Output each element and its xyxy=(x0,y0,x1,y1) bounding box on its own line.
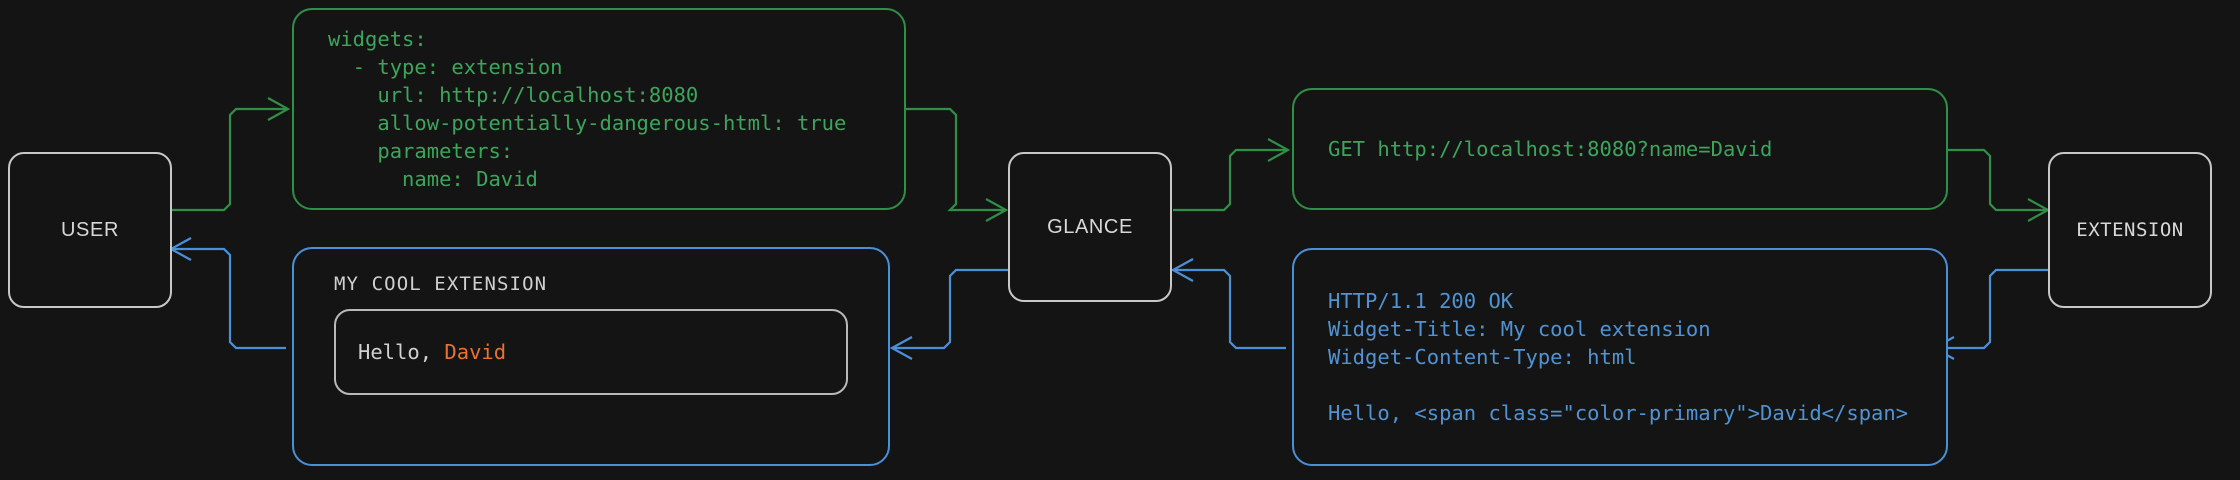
widget-preview-title: MY COOL EXTENSION xyxy=(334,273,548,295)
config-line-5: name: David xyxy=(328,167,538,191)
wire-glance-to-widget xyxy=(894,268,1008,350)
arrowhead-user-to-config xyxy=(267,97,291,121)
response-line-2: Widget-Content-Type: html xyxy=(1328,345,1637,369)
http-response-box: HTTP/1.1 200 OK Widget-Title: My cool ex… xyxy=(1292,248,1948,466)
response-line-0: HTTP/1.1 200 OK xyxy=(1328,289,1514,313)
response-line-4: Hello, <span class="color-primary">David… xyxy=(1328,401,1909,425)
wire-widget-to-user xyxy=(173,247,286,350)
config-line-4: parameters: xyxy=(328,139,514,163)
node-user[interactable]: USER xyxy=(8,152,172,308)
wire-glance-to-request xyxy=(1173,148,1286,212)
arrowhead-config-to-glance xyxy=(985,198,1009,222)
node-glance-label: GLANCE xyxy=(1047,215,1133,238)
arrowhead-glance-to-widget xyxy=(889,336,913,360)
response-line-1: Widget-Title: My cool extension xyxy=(1328,317,1711,341)
widget-preview-box: MY COOL EXTENSION Hello, David xyxy=(292,247,890,466)
arrowhead-widget-to-user xyxy=(168,237,192,261)
arrowhead-glance-to-request xyxy=(1267,138,1291,162)
response-line-3 xyxy=(1328,371,1912,399)
wire-user-to-config xyxy=(171,107,286,212)
widget-greeting-prefix: Hello, xyxy=(358,340,445,364)
widget-greeting-name: David xyxy=(444,340,507,364)
arrowhead-response-to-glance xyxy=(1170,258,1194,282)
config-line-0: widgets: xyxy=(328,27,427,51)
request-line-0: GET http://localhost:8080?name=David xyxy=(1328,137,1773,161)
config-line-2: url: http://localhost:8080 xyxy=(328,83,699,107)
node-user-label: USER xyxy=(61,218,119,241)
node-glance[interactable]: GLANCE xyxy=(1008,152,1172,302)
http-request-box: GET http://localhost:8080?name=David xyxy=(1292,88,1948,210)
config-line-1: - type: extension xyxy=(328,55,563,79)
wire-response-to-glance xyxy=(1175,268,1286,350)
wire-extension-to-response xyxy=(1936,268,2048,350)
arrowhead-request-to-extension xyxy=(2027,198,2051,222)
widget-preview-card: Hello, David xyxy=(334,309,848,395)
wire-config-to-glance xyxy=(906,107,1004,212)
node-extension[interactable]: EXTENSION xyxy=(2048,152,2212,308)
config-yaml-box: widgets: - type: extension url: http://l… xyxy=(292,8,906,210)
node-extension-label: EXTENSION xyxy=(2076,219,2184,241)
config-line-3: allow-potentially-dangerous-html: true xyxy=(328,111,847,135)
wire-request-to-extension xyxy=(1948,148,2046,212)
